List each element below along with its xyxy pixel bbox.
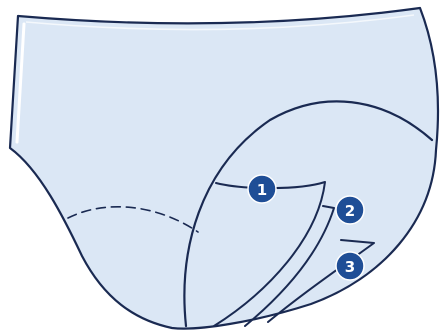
waistband-highlight [25,14,415,31]
absorbent-pad-outline [183,100,434,328]
brief-garment-body [8,6,440,330]
callout-marker-3: 3 [335,251,365,281]
dashed-seam-line [67,206,199,233]
callout-marker-2: 2 [335,195,365,225]
callout-label-3: 3 [345,258,355,276]
callout-circle-1 [247,174,277,204]
callout-marker-1: 1 [247,174,277,204]
callout-circle-2 [335,195,365,225]
layer-3-line [267,239,375,323]
layer-2-line [244,205,335,327]
callout-label-1: 1 [257,181,267,199]
left-edge-highlight [15,22,26,144]
callout-circle-3 [335,251,365,281]
callout-label-2: 2 [345,202,355,220]
